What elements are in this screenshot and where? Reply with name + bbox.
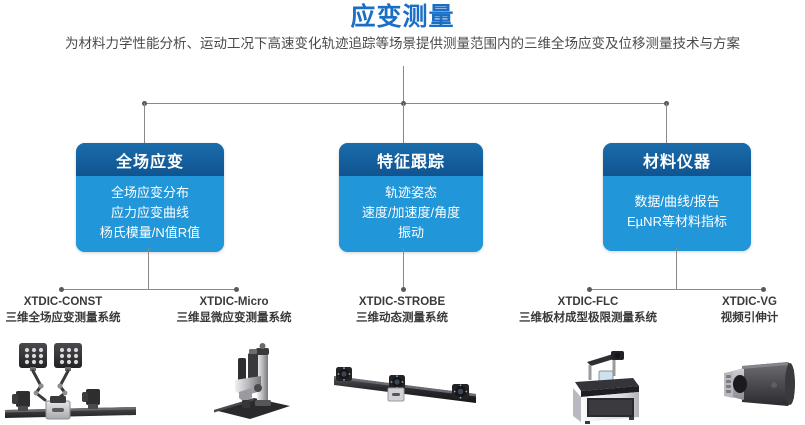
card-1-line-3: 杨氏模量/N值R值 <box>99 225 201 240</box>
connector-dot-vg <box>761 287 766 292</box>
product-code-const: XTDIC-CONST <box>23 296 103 308</box>
multi-camera-bar-image <box>326 358 482 410</box>
connector-drop-card-1 <box>144 103 145 143</box>
card-1-line-2: 应力应变曲线 <box>110 205 189 220</box>
product-code-micro: XTDIC-Micro <box>199 296 269 308</box>
page-title: 应变测量 <box>350 3 455 31</box>
product-code-strobe: XTDIC-STROBE <box>358 296 446 308</box>
card-1-title: 全场应变 <box>76 143 224 176</box>
card-1-line-1: 全场应变分布 <box>110 185 189 200</box>
connector-root-stem <box>403 66 404 104</box>
product-code-vg: XTDIC-VG <box>722 296 777 308</box>
product-desc-flc: 三维板材成型极限测量系统 <box>519 312 657 324</box>
card-full-field-strain[interactable]: 全场应变 全场应变分布 应力应变曲线 杨氏模量/N值R值 <box>76 143 224 252</box>
page-subtitle: 为材料力学性能分析、运动工况下高速变化轨迹追踪等场景提供测量范围内的三维全场应变… <box>65 36 740 51</box>
microscope-stand-image <box>208 336 294 424</box>
product-desc-strobe: 三维动态测量系统 <box>356 312 448 324</box>
product-desc-vg: 视频引伸计 <box>720 312 779 324</box>
card-1-body: 全场应变分布 应力应变曲线 杨氏模量/N值R值 <box>76 176 224 252</box>
connector-card2-stem <box>403 248 404 289</box>
card-3-body: 数据/曲线/报告 EµNR等材料指标 <box>603 176 751 251</box>
connector-card3-bus <box>589 289 764 290</box>
connector-card1-stem <box>148 248 149 289</box>
connector-dot-strobe <box>401 287 406 292</box>
product-label-flc[interactable]: XTDIC-FLC 三维板材成型极限测量系统 <box>505 295 671 326</box>
connector-drop-card-2 <box>403 103 404 143</box>
card-3-title: 材料仪器 <box>603 143 751 176</box>
product-label-const[interactable]: XTDIC-CONST 三维全场应变测量系统 <box>0 295 126 326</box>
product-code-flc: XTDIC-FLC <box>557 296 619 308</box>
product-desc-const: 三维全场应变测量系统 <box>5 312 121 324</box>
dual-camera-rail-rig-image <box>2 336 138 424</box>
product-label-vg[interactable]: XTDIC-VG 视频引伸计 <box>694 295 805 326</box>
card-3-line-1: 数据/曲线/报告 <box>634 194 720 209</box>
card-2-title: 特征跟踪 <box>339 143 483 176</box>
connector-dot-flc <box>587 287 592 292</box>
card-material-instrument[interactable]: 材料仪器 数据/曲线/报告 EµNR等材料指标 <box>603 143 751 251</box>
product-desc-micro: 三维显微应变测量系统 <box>176 312 292 324</box>
connector-card1-bus <box>61 289 238 290</box>
card-feature-tracking[interactable]: 特征跟踪 轨迹姿态 速度/加速度/角度 振动 <box>339 143 483 252</box>
product-label-micro[interactable]: XTDIC-Micro 三维显微应变测量系统 <box>158 295 310 326</box>
connector-dot-micro <box>234 287 239 292</box>
connector-card3-stem <box>676 248 677 289</box>
card-2-line-2: 速度/加速度/角度 <box>361 205 461 220</box>
card-2-body: 轨迹姿态 速度/加速度/角度 振动 <box>339 176 483 252</box>
card-3-line-2: EµNR等材料指标 <box>627 214 727 229</box>
video-extensometer-camera-image <box>714 358 800 414</box>
connector-drop-card-3 <box>666 103 667 143</box>
cabinet-measuring-machine-image <box>553 336 651 424</box>
connector-dot-const <box>59 287 64 292</box>
card-2-line-3: 振动 <box>397 225 424 240</box>
card-2-line-1: 轨迹姿态 <box>384 185 437 200</box>
product-label-strobe[interactable]: XTDIC-STROBE 三维动态测量系统 <box>326 295 478 326</box>
